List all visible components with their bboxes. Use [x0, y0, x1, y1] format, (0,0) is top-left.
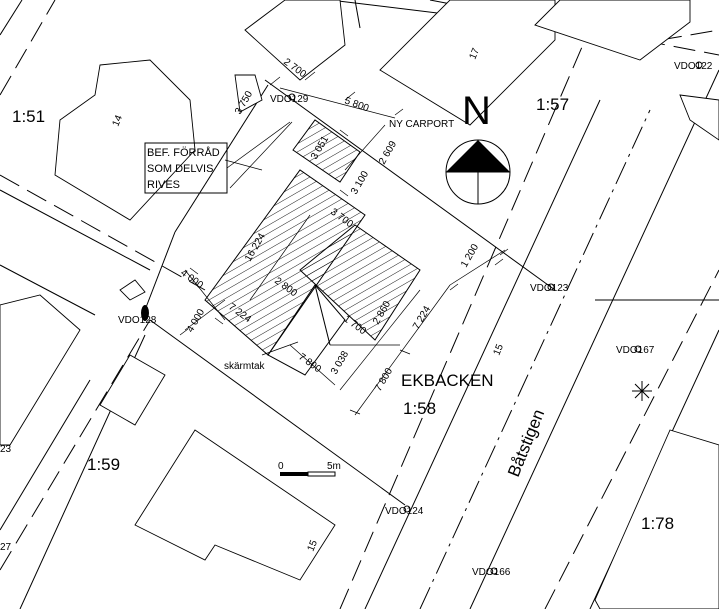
marker-vdo123: VDO123	[530, 283, 569, 294]
left-edge-23: 23	[0, 444, 12, 455]
scale-bar-start: 0	[278, 461, 284, 472]
marker-vdo129: VDO129	[270, 94, 309, 105]
scale-bar: 0 5m	[278, 461, 341, 477]
dim-7224-right: 7 224	[411, 304, 433, 332]
marker-vdo124: VDO124	[385, 506, 424, 517]
scale-bar-white	[307, 471, 336, 477]
district-name: EKBACKEN	[401, 371, 494, 390]
dim-3100: 3 100	[349, 169, 371, 197]
house-number-17: 17	[468, 46, 483, 61]
survey-markers: VDO122 VDO123 VDO124 VDO128 VDO129 VDO16…	[118, 61, 713, 578]
main-house	[204, 169, 366, 356]
house-wing	[299, 224, 421, 341]
north-label: N	[462, 89, 491, 133]
marker-vdo166-symbol	[490, 567, 498, 575]
carport-label: NY CARPORT	[389, 119, 454, 130]
screen-roof-label: skärmtak	[224, 361, 266, 372]
house-numbers: 14 17 15 15	[111, 46, 507, 553]
shed-label-line1: BEF. FÖRRÅD	[147, 146, 220, 159]
marker-vdo122: VDO122	[674, 61, 713, 72]
marker-vdo128-symbol	[141, 305, 149, 321]
marker-vdo167-symbol	[634, 345, 642, 353]
shed-callout: BEF. FÖRRÅD SOM DELVIS RIVES	[144, 121, 291, 194]
house-number-15-street: 15	[492, 342, 507, 357]
house-number-14: 14	[111, 113, 126, 128]
marker-vdo123-symbol	[547, 283, 555, 291]
marker-vdo166: VDO166	[472, 567, 511, 578]
dim-4000-bottom: 4 000	[185, 307, 207, 335]
dim-7800-right: 7 800	[373, 366, 395, 394]
marker-vdo167: VDO167	[616, 345, 655, 356]
plot-1-58: 1:58	[403, 399, 436, 418]
marker-vdo129-symbol	[288, 93, 296, 101]
plot-1-51: 1:51	[12, 107, 45, 126]
left-edge-27: 27	[0, 542, 12, 553]
feature-labels: NY CARPORT skärmtak	[224, 119, 454, 372]
dim-3038: 3 038	[329, 349, 351, 377]
marker-vdo122-symbol	[695, 61, 703, 69]
fixed-point-star-symbol	[632, 381, 652, 401]
house-number-15-lower: 15	[306, 538, 321, 553]
plot-1-78: 1:78	[641, 514, 674, 533]
dimension-lines	[179, 71, 509, 416]
shed-label-line2: SOM DELVIS	[147, 163, 213, 175]
dim-1200: 1 200	[459, 242, 481, 270]
plot-1-59: 1:59	[87, 455, 120, 474]
dim-2609: 2 609	[377, 139, 399, 167]
marker-vdo128: VDO128	[118, 315, 157, 326]
screen-roof-outline	[267, 284, 346, 376]
carport	[292, 119, 361, 183]
marker-vdo124-symbol	[403, 505, 411, 513]
scale-bar-end: 5m	[327, 461, 341, 472]
north-arrow-left-fill	[446, 140, 478, 172]
shed-label-line3: RIVES	[147, 179, 180, 191]
scale-bar-black	[280, 472, 308, 476]
dim-5800: 5 800	[343, 95, 371, 114]
north-arrow: N	[445, 89, 511, 205]
north-arrow-right-fill	[478, 140, 510, 172]
planned-building	[204, 119, 421, 376]
plot-1-57: 1:57	[536, 95, 569, 114]
street-name: Båtstigen	[504, 407, 548, 480]
